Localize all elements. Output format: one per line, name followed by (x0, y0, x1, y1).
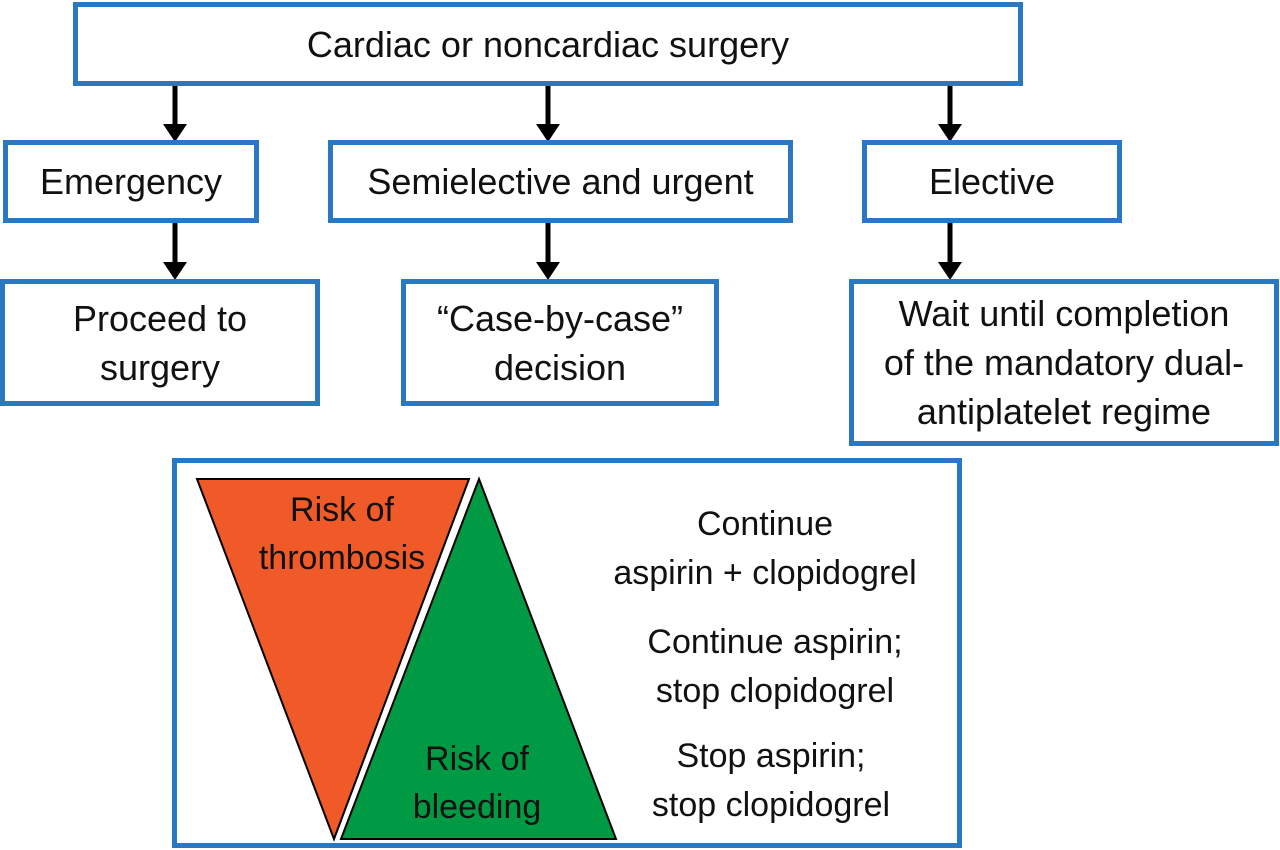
recommendation-continue-both: Continue aspirin + clopidogrel (613, 505, 917, 592)
case-by-case-label: “Case-by-case” decision (436, 297, 684, 388)
thrombosis-label: Risk of thrombosis (258, 491, 426, 577)
proceed-to-surgery-label: Proceed to surgery (72, 297, 248, 388)
recommendation-stop-both: Stop aspirin; stop clopidogrel (651, 737, 891, 824)
arrowhead-semielective (536, 124, 560, 142)
elective-label: Elective (928, 161, 1056, 202)
elective-box: Elective (862, 140, 1122, 223)
proceed-to-surgery-box: Proceed to surgery (0, 279, 320, 406)
surgery-type-label: Cardiac or noncardiac surgery (306, 23, 790, 65)
emergency-box: Emergency (3, 140, 259, 223)
wait-dual-antiplatelet-box: Wait until completion of the mandatory d… (849, 279, 1279, 446)
case-by-case-box: “Case-by-case” decision (401, 279, 719, 406)
semielective-urgent-label: Semielective and urgent (367, 161, 754, 202)
surgery-type-box: Cardiac or noncardiac surgery (73, 2, 1023, 86)
recommendation-continue-aspirin: Continue aspirin; stop clopidogrel (647, 623, 903, 710)
risk-panel: Risk of thrombosis Risk of bleeding Cont… (172, 458, 962, 848)
bleeding-triangle (339, 476, 618, 840)
arrowhead-semielective-action (536, 262, 560, 280)
thrombosis-triangle (195, 478, 471, 842)
arrowhead-emergency (163, 124, 187, 142)
risk-triangles (195, 476, 618, 842)
emergency-label: Emergency (39, 161, 223, 202)
arrowhead-elective (938, 124, 962, 142)
arrowhead-emergency-action (163, 262, 187, 280)
semielective-urgent-box: Semielective and urgent (328, 140, 793, 223)
arrowhead-elective-action (938, 262, 962, 280)
wait-dual-antiplatelet-label: Wait until completion of the mandatory d… (883, 293, 1245, 432)
bleeding-label: Risk of bleeding (412, 740, 542, 826)
